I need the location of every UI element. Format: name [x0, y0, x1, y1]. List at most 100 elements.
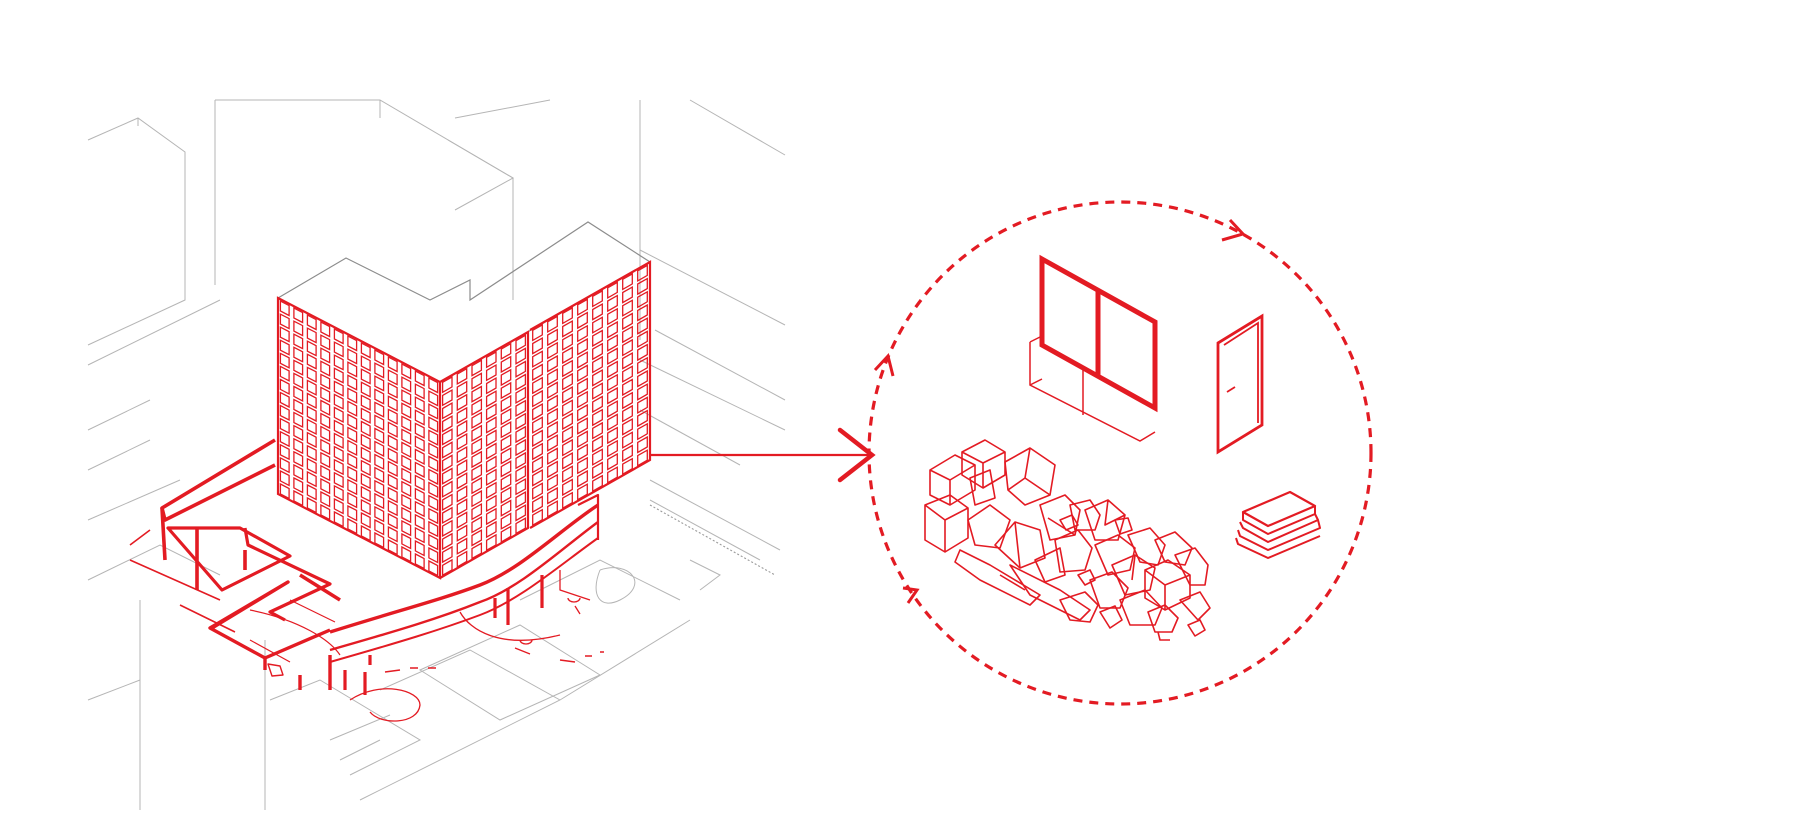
- facade-window: [279, 430, 290, 448]
- facade-window: [500, 381, 512, 400]
- facade-window: [374, 492, 385, 510]
- facade-window: [471, 463, 483, 482]
- facade-window: [515, 347, 527, 365]
- facade-window: [592, 434, 603, 453]
- facade-window: [333, 497, 344, 515]
- facade-window: [515, 477, 527, 496]
- facade-window: [428, 507, 439, 525]
- facade-window: [637, 356, 648, 375]
- facade-window: [622, 457, 633, 476]
- facade-window: [577, 337, 588, 356]
- facade-window: [279, 378, 290, 395]
- facade-window: [485, 520, 497, 539]
- facade-window: [279, 482, 290, 500]
- facade-window: [306, 496, 317, 514]
- facade-window: [293, 476, 304, 494]
- facade-window: [515, 517, 527, 535]
- facade-window: [456, 432, 468, 451]
- facade-window: [562, 465, 573, 483]
- facade-window: [414, 487, 425, 505]
- facade-window: [347, 491, 358, 509]
- facade-window: [485, 350, 497, 369]
- facade-window: [306, 379, 317, 396]
- facade-window: [456, 393, 468, 412]
- facade-window: [500, 447, 512, 465]
- facade-window: [622, 272, 633, 291]
- facade-window: [441, 441, 453, 459]
- facade-window: [279, 404, 290, 422]
- facade-window: [360, 524, 371, 542]
- facade-window: [414, 500, 425, 518]
- facade-window: [347, 374, 358, 391]
- facade-window: [333, 458, 344, 476]
- facade-window: [532, 416, 543, 434]
- facade-window: [360, 498, 371, 516]
- facade-window: [320, 503, 331, 521]
- facade-window: [577, 377, 588, 396]
- facade-window: [471, 424, 483, 443]
- facade-window: [428, 455, 439, 472]
- facade-window: [592, 421, 603, 440]
- facade-window: [562, 333, 573, 351]
- facade-window: [441, 375, 453, 394]
- facade-window: [607, 466, 618, 484]
- facade-window: [279, 417, 290, 435]
- facade-window: [562, 385, 573, 404]
- facade-window: [441, 558, 453, 577]
- facade-window: [441, 401, 453, 420]
- facade-window: [456, 550, 468, 569]
- facade-window: [347, 504, 358, 522]
- facade-window: [471, 489, 483, 508]
- facade-window: [562, 451, 573, 470]
- facade-window: [532, 389, 543, 408]
- facade-window: [441, 428, 453, 446]
- facade-window: [401, 376, 412, 393]
- facade-window: [471, 372, 483, 390]
- facade-window: [471, 450, 483, 469]
- facade-window: [515, 373, 527, 391]
- facade-window: [485, 481, 497, 500]
- facade-window: [428, 442, 439, 459]
- facade-window: [547, 394, 558, 413]
- facade-window: [279, 456, 290, 474]
- facade-window: [622, 417, 633, 436]
- facade-window: [547, 407, 558, 426]
- facade-window: [347, 361, 358, 378]
- facade-window: [485, 442, 497, 460]
- facade-window: [532, 455, 543, 474]
- facade-window: [387, 473, 398, 491]
- facade-window: [374, 349, 385, 366]
- facade-window: [547, 486, 558, 505]
- facade-window: [547, 460, 558, 479]
- facade-window: [547, 434, 558, 452]
- facade-window: [360, 368, 371, 385]
- facade-window: [333, 510, 344, 528]
- facade-window: [387, 382, 398, 399]
- facade-window: [414, 383, 425, 400]
- facade-window: [577, 351, 588, 369]
- facade-window: [547, 341, 558, 360]
- facade-window: [333, 367, 344, 384]
- facade-window: [279, 365, 290, 382]
- facade-window: [428, 390, 439, 407]
- facade-window: [414, 422, 425, 439]
- window-icon: [1029, 254, 1158, 442]
- facade-window: [428, 533, 439, 551]
- facade-window: [347, 413, 358, 430]
- facade-window: [441, 467, 453, 485]
- facade-window: [607, 426, 618, 445]
- facade-window: [414, 435, 425, 452]
- facade-window: [562, 346, 573, 365]
- facade-window: [347, 452, 358, 470]
- facade-window: [333, 406, 344, 423]
- facade-window: [592, 368, 603, 387]
- stacked-boards-icon: [1235, 490, 1321, 559]
- facade-window: [577, 324, 588, 343]
- facade-window: [347, 439, 358, 457]
- facade-window: [401, 519, 412, 537]
- facade-window: [360, 472, 371, 490]
- facade-window: [637, 435, 648, 454]
- facade-window: [360, 446, 371, 464]
- facade-window: [333, 354, 344, 371]
